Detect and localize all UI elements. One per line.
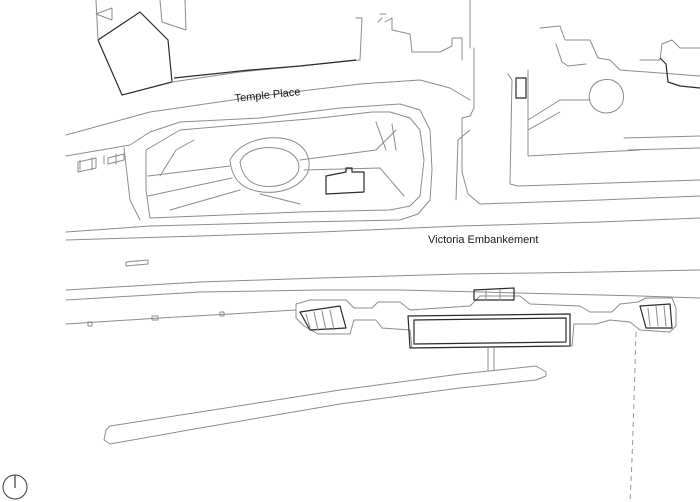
label-temple-place: Temple Place bbox=[234, 86, 301, 105]
north-arrow-icon bbox=[2, 474, 28, 500]
buildings-east bbox=[455, 25, 700, 205]
label-victoria-embankment: Victoria Embankement bbox=[428, 234, 538, 246]
victoria-embankment-road: Victoria Embankement bbox=[65, 217, 700, 301]
buildings-north bbox=[95, 0, 471, 96]
temple-gardens bbox=[145, 111, 425, 219]
temple-place-street: Temple Place bbox=[65, 79, 471, 233]
river-wall-and-pier bbox=[65, 287, 677, 502]
